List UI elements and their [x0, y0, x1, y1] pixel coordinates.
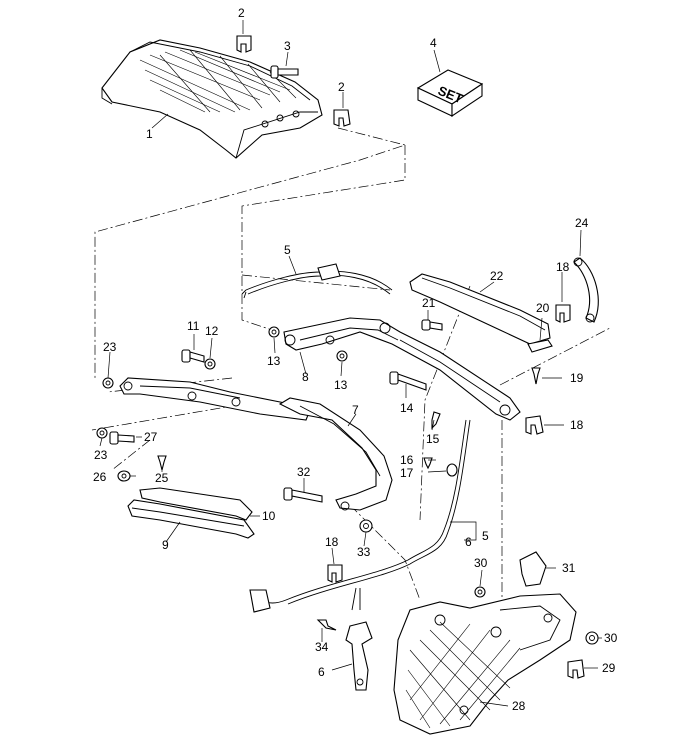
callout-5a: 5 — [284, 243, 291, 257]
clip-part-18b — [525, 415, 544, 435]
callout-14: 14 — [400, 401, 414, 415]
callout-32: 32 — [297, 465, 311, 479]
callout-6b: 6 — [318, 665, 325, 679]
washer-part-26 — [117, 470, 131, 482]
bolt-part-32 — [283, 487, 323, 503]
callout-7: 7 — [352, 403, 359, 417]
callout-29: 29 — [602, 661, 616, 675]
bolt-part-11 — [181, 349, 205, 363]
bracket-part-24 — [573, 257, 599, 323]
bolt-part-14 — [389, 371, 427, 391]
callout-18c: 18 — [325, 535, 339, 549]
callout-18a: 18 — [556, 260, 570, 274]
callout-labels: 1 2 2 3 4 5 5 6 6 7 8 9 10 11 12 13 13 1… — [93, 6, 618, 713]
cable-part-5-6-lower — [249, 419, 471, 613]
clip-part-2b — [333, 109, 351, 127]
screw-part-34 — [316, 619, 337, 631]
washer-part-13b — [336, 350, 348, 362]
callout-34: 34 — [315, 640, 329, 654]
set-box-part-4: SET — [416, 69, 484, 118]
screw-part-16 — [423, 457, 433, 470]
link-arm-lower — [119, 377, 311, 421]
callout-4: 4 — [430, 36, 437, 50]
bolt-part-21 — [421, 319, 443, 331]
callout-10: 10 — [262, 509, 276, 523]
callout-20: 20 — [536, 301, 550, 315]
leader-lines — [99, 20, 602, 707]
nut-part-30a — [474, 586, 486, 598]
callout-28: 28 — [512, 699, 526, 713]
screw-part-25 — [157, 455, 167, 471]
callout-15: 15 — [426, 432, 440, 446]
clip-part-29 — [567, 659, 585, 679]
callout-13a: 13 — [267, 354, 281, 368]
clip-part-18c — [327, 564, 343, 583]
strip-part-10 — [139, 487, 253, 521]
bracket-part-31 — [519, 551, 547, 587]
mechanism-part-28 — [393, 593, 577, 735]
callout-2b: 2 — [338, 80, 345, 94]
callout-23b: 23 — [94, 448, 108, 462]
callout-1: 1 — [146, 127, 153, 141]
plate-part-20 — [527, 339, 553, 353]
callout-16: 16 — [400, 453, 414, 467]
link-arm-part-8 — [283, 317, 521, 421]
clip-part-2a — [236, 35, 252, 53]
callout-23a: 23 — [103, 340, 117, 354]
clip-part-18a — [555, 304, 571, 323]
callout-19: 19 — [570, 371, 584, 385]
strip-part-9 — [127, 499, 255, 539]
curved-arm-part-7 — [278, 397, 393, 511]
callout-8: 8 — [302, 370, 309, 384]
alignment-lines — [91, 127, 611, 640]
callout-30b: 30 — [604, 631, 618, 645]
callout-21: 21 — [422, 296, 436, 310]
callout-17: 17 — [400, 466, 414, 480]
callout-22: 22 — [490, 269, 504, 283]
nut-part-23a — [102, 377, 114, 389]
callout-26: 26 — [93, 470, 107, 484]
callout-2a: 2 — [238, 6, 245, 20]
washer-part-13a — [268, 326, 280, 338]
callout-27: 27 — [144, 430, 158, 444]
cable-part-5-upper — [241, 263, 393, 299]
strip-part-22 — [409, 273, 551, 345]
callout-25: 25 — [155, 471, 169, 485]
callout-6a: 6 — [465, 535, 472, 549]
lever-part-6 — [345, 621, 373, 691]
nut-part-12 — [204, 358, 216, 370]
nut-part-30b — [585, 631, 599, 645]
callout-9: 9 — [162, 538, 169, 552]
callout-11: 11 — [187, 319, 200, 333]
nut-part-23b — [96, 427, 108, 439]
screw-part-15 — [431, 411, 441, 430]
callout-5b: 5 — [482, 529, 489, 543]
callout-12: 12 — [205, 324, 219, 338]
callout-33: 33 — [357, 545, 371, 559]
callout-3: 3 — [284, 39, 291, 53]
callout-31: 31 — [562, 561, 576, 575]
callout-24: 24 — [575, 216, 589, 230]
bolt-part-27 — [109, 431, 135, 445]
callout-13b: 13 — [334, 378, 348, 392]
callout-30a: 30 — [474, 556, 488, 570]
washer-part-33 — [359, 519, 373, 533]
callout-18b: 18 — [570, 418, 584, 432]
roof-frame-part — [101, 39, 323, 159]
washer-part-17 — [446, 463, 458, 477]
screw-part-19 — [531, 367, 541, 385]
bolt-part-3 — [270, 65, 299, 79]
